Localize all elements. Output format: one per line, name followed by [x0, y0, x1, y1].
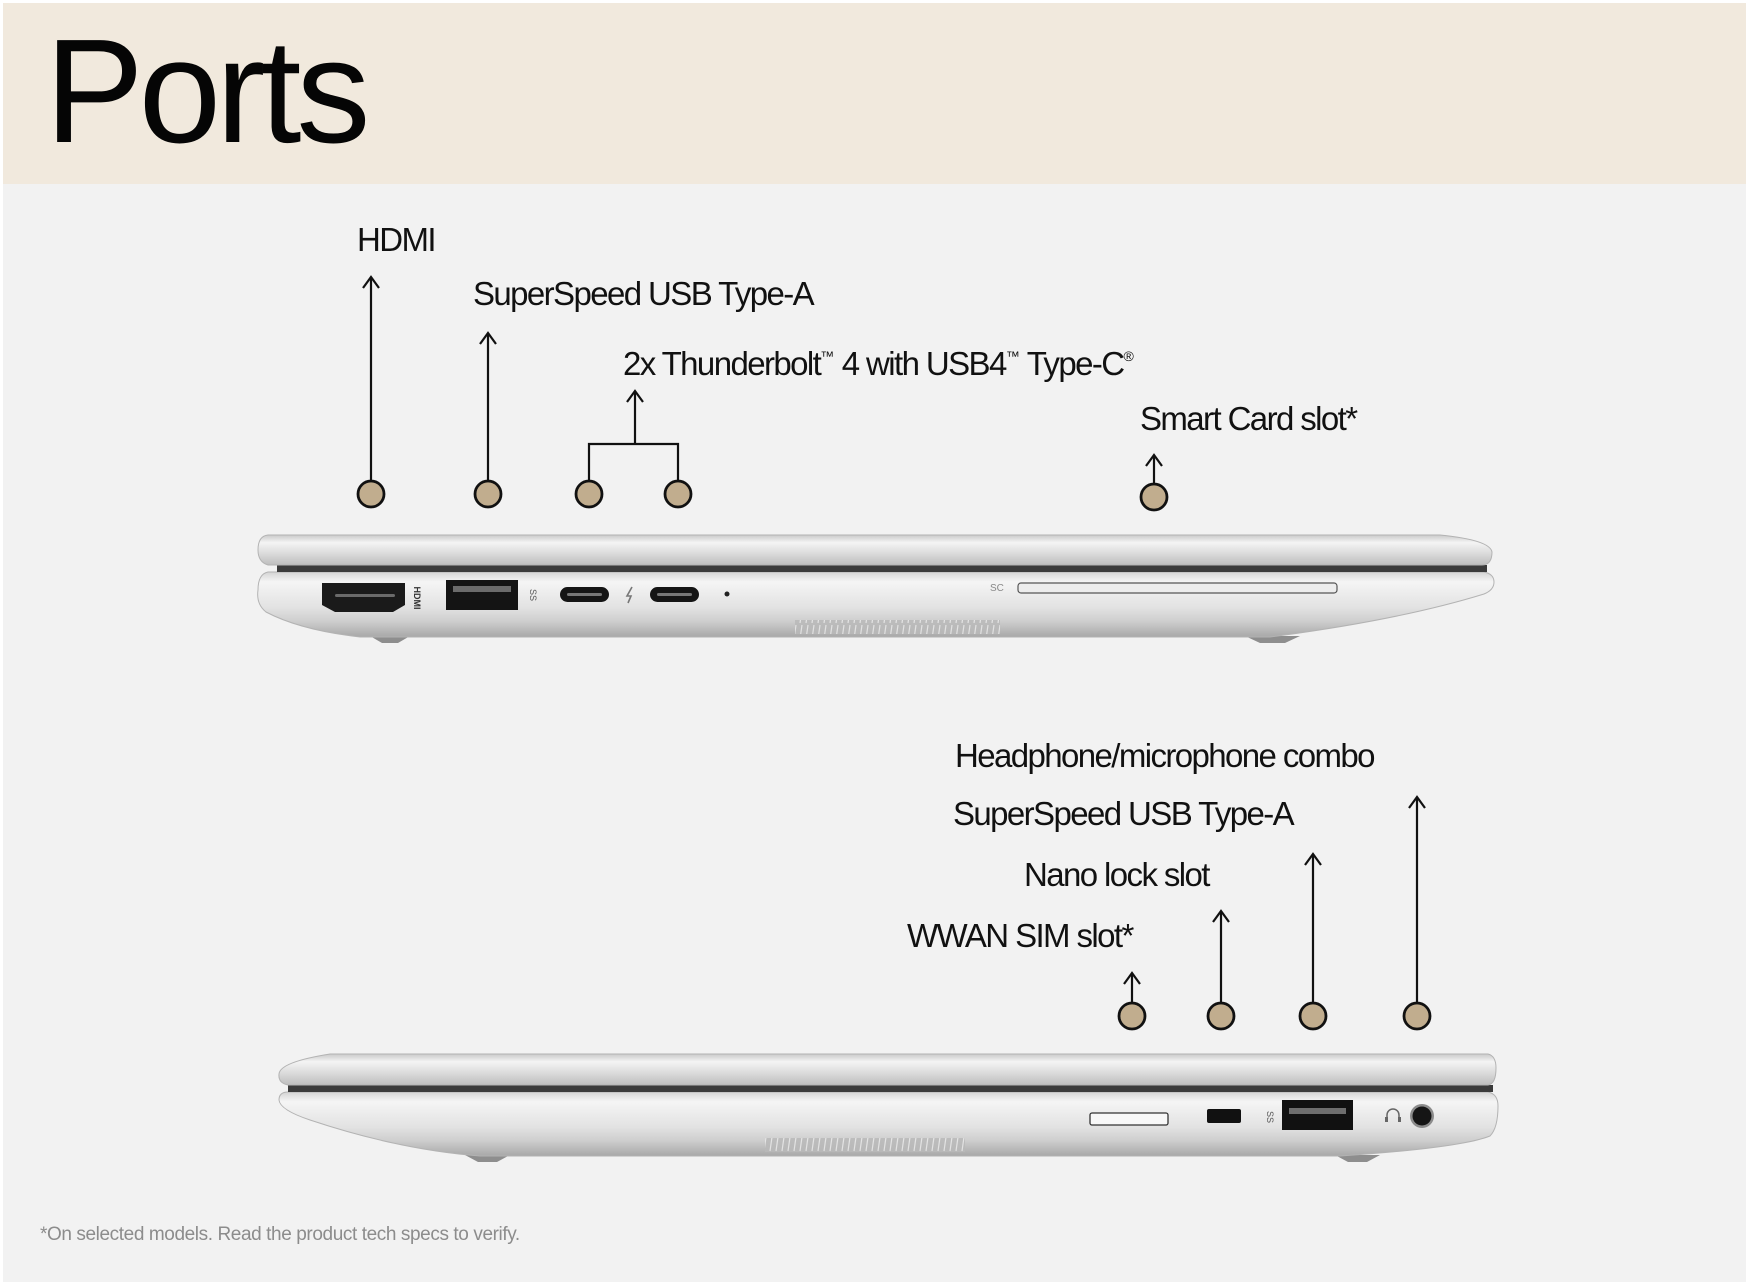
- usb-a-port: [446, 580, 518, 610]
- nano-lock-slot: [1207, 1109, 1241, 1123]
- nano-lock-marker: [1206, 1001, 1236, 1031]
- registered-symbol: ®: [1123, 348, 1134, 364]
- right-side-callouts: [1117, 795, 1432, 1031]
- laptop-base: [278, 1091, 1499, 1157]
- arrow-up-icon: [1123, 971, 1141, 985]
- arrow-up-icon: [479, 331, 497, 345]
- rubber-foot: [370, 636, 410, 643]
- headphone-marker: [1402, 1001, 1432, 1031]
- thunderbolt-icon: [625, 586, 633, 604]
- usb-a-marker: [1298, 1001, 1328, 1031]
- arrow-up-icon: [1304, 852, 1322, 866]
- laptop-lid: [278, 1053, 1497, 1086]
- trademark-symbol: ™: [1005, 348, 1020, 364]
- laptop-lid: [257, 534, 1493, 566]
- label-hdmi: HDMI: [357, 221, 437, 258]
- laptop-right-side: SS: [278, 1053, 1499, 1162]
- arrow-up-icon: [1145, 453, 1163, 467]
- thunderbolt-marker-1: [574, 479, 604, 509]
- laptop-left-side: HDMI SS SC: [257, 534, 1495, 643]
- arrow-up-icon: [626, 389, 644, 403]
- arrow-up-icon: [362, 275, 380, 289]
- label-wwan-sim: WWAN SIM slot*: [907, 917, 1134, 954]
- hdmi-port-marking: HDMI: [412, 587, 422, 610]
- status-led: [724, 591, 730, 597]
- wwan-marker: [1117, 1001, 1147, 1031]
- smart-card-slot: [1017, 582, 1338, 594]
- lid-seam: [277, 565, 1487, 572]
- label-thunderbolt-text: 4 with USB4: [834, 345, 1008, 382]
- superspeed-usb-icon: SS: [528, 589, 538, 601]
- label-thunderbolt-text: Type-C: [1019, 345, 1125, 382]
- label-usb-a-left: SuperSpeed USB Type-A: [473, 275, 815, 312]
- header-band: Ports: [3, 3, 1746, 184]
- label-headphone: Headphone/microphone combo: [955, 737, 1375, 774]
- usb-a-port-tongue: [453, 586, 511, 592]
- lid-seam: [288, 1085, 1493, 1092]
- port-tongue: [657, 593, 692, 596]
- arrow-up-icon: [1408, 795, 1426, 809]
- arrow-up-icon: [1212, 909, 1230, 923]
- rubber-foot: [1245, 636, 1300, 643]
- superspeed-usb-icon: SS: [1265, 1111, 1275, 1123]
- usb-a-port: [1282, 1100, 1353, 1130]
- label-thunderbolt: 2x Thunderbolt™ 4 with USB4™ Type-C®: [623, 338, 1134, 382]
- hdmi-port-pins: [335, 594, 395, 597]
- label-smart-card: Smart Card slot*: [1140, 400, 1358, 437]
- page-title: Ports: [45, 9, 370, 174]
- footnote: *On selected models. Read the product te…: [40, 1224, 520, 1245]
- headphone-icon-cup: [1385, 1117, 1388, 1122]
- label-thunderbolt-text: 2x Thunderbolt: [623, 345, 822, 382]
- vent-grille: [795, 620, 1000, 634]
- smart-card-marking: SC: [990, 583, 1004, 594]
- trademark-symbol: ™: [820, 348, 835, 364]
- usb-a-port-tongue: [1289, 1108, 1346, 1114]
- thunderbolt-bracket: [587, 442, 680, 481]
- audio-jack: [1412, 1106, 1432, 1126]
- thunderbolt-marker-2: [663, 479, 693, 509]
- vent-grille: [765, 1138, 965, 1152]
- wwan-sim-slot: [1089, 1112, 1169, 1126]
- headphone-icon-cup: [1398, 1117, 1401, 1122]
- left-side-callouts: [356, 275, 1169, 512]
- hdmi-port: [322, 583, 405, 612]
- rubber-foot: [1335, 1155, 1380, 1162]
- rubber-foot: [465, 1155, 510, 1162]
- label-nano-lock: Nano lock slot: [1024, 856, 1210, 893]
- smart-card-marker: [1139, 482, 1169, 512]
- hdmi-marker: [356, 479, 386, 509]
- usb-a-marker: [473, 479, 503, 509]
- port-tongue: [567, 593, 602, 596]
- headphone-icon: [1386, 1108, 1400, 1121]
- label-usb-a-right: SuperSpeed USB Type-A: [953, 795, 1295, 832]
